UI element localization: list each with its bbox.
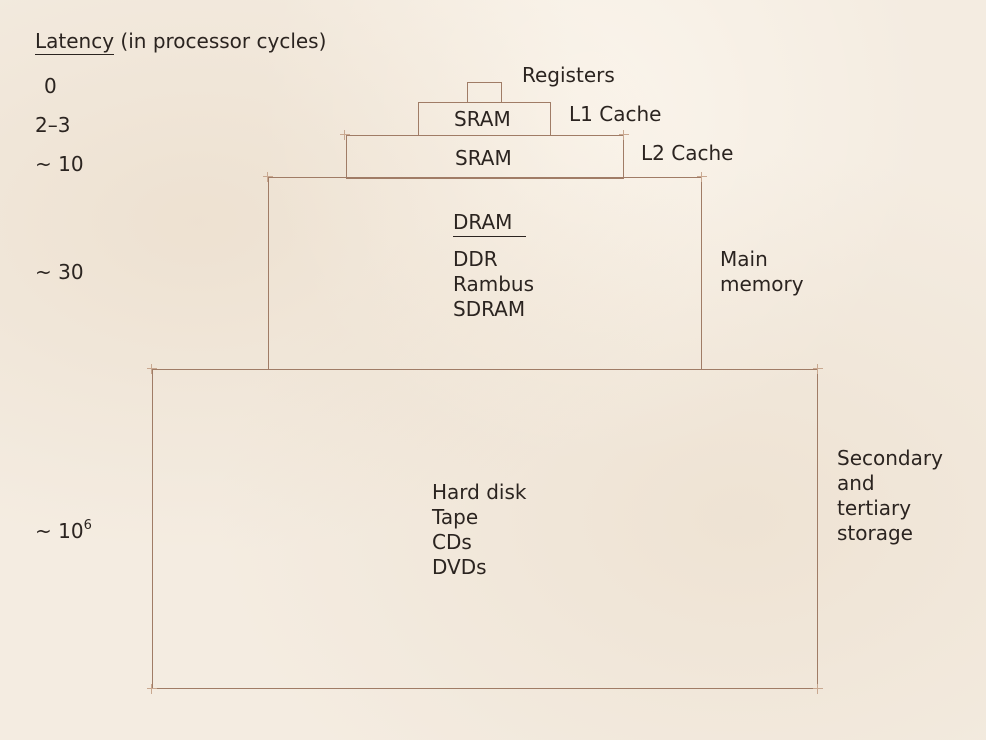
latency-unit: (in processor cycles) xyxy=(120,29,327,53)
latency-l1: 2–3 xyxy=(35,113,71,137)
main-memory-tech-list: DDR Rambus SDRAM xyxy=(453,247,534,322)
corner-mark xyxy=(340,130,350,140)
latency-storage-exponent: 6 xyxy=(83,518,92,533)
storage-tech-item: Hard disk xyxy=(432,480,527,504)
storage-tech-item: CDs xyxy=(432,530,472,554)
latency-storage: ~ 106 xyxy=(35,513,92,544)
storage-tech-item: DVDs xyxy=(432,555,487,579)
main-tech-item: SDRAM xyxy=(453,297,526,321)
main-tech-item: Rambus xyxy=(453,272,534,296)
latency-label: Latency xyxy=(35,29,115,55)
corner-mark xyxy=(813,364,823,374)
storage-label: Secondary and tertiary storage xyxy=(837,446,943,545)
latency-storage-base: ~ 10 xyxy=(35,519,84,543)
latency-l2: ~ 10 xyxy=(35,152,84,176)
l1-tech: SRAM xyxy=(454,107,511,131)
corner-mark xyxy=(263,172,273,182)
corner-mark xyxy=(619,130,629,140)
storage-box xyxy=(152,369,818,689)
corner-mark xyxy=(147,684,157,694)
latency-main: ~ 30 xyxy=(35,260,84,284)
l2-cache-label: L2 Cache xyxy=(641,141,734,165)
main-tech-item: DDR xyxy=(453,247,498,271)
l2-tech: SRAM xyxy=(455,146,512,170)
storage-tech-item: Tape xyxy=(432,505,479,529)
main-memory-tech-heading: DRAM xyxy=(453,210,526,237)
registers-box xyxy=(467,82,502,103)
corner-mark xyxy=(147,364,157,374)
registers-label: Registers xyxy=(522,63,615,87)
corner-mark xyxy=(697,172,707,182)
l1-cache-label: L1 Cache xyxy=(569,102,662,126)
corner-mark xyxy=(813,684,823,694)
l2-cache-box xyxy=(346,135,624,179)
main-memory-label: Main memory xyxy=(720,247,804,296)
latency-header: Latency (in processor cycles) xyxy=(35,29,327,55)
storage-tech-list: Hard disk Tape CDs DVDs xyxy=(432,480,526,580)
latency-registers: 0 xyxy=(44,74,57,98)
